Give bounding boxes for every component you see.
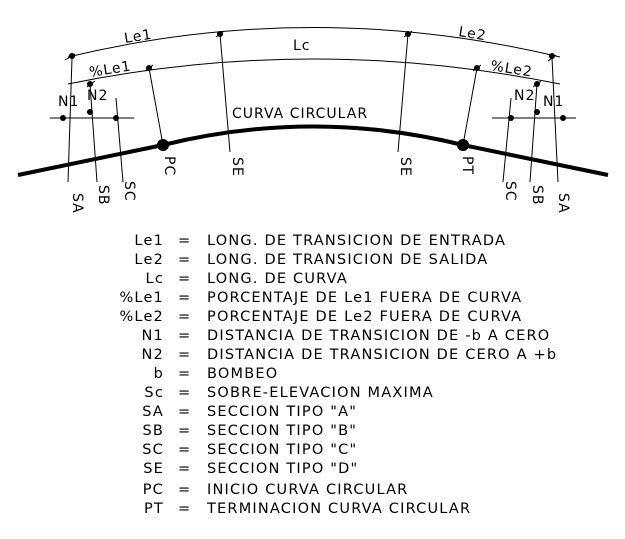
legend-abbr: %Le2	[119, 309, 164, 325]
legend-abbr: b	[154, 366, 164, 382]
legend-abbr: Le1	[134, 233, 164, 249]
ordinate-line	[502, 97, 512, 183]
legend-description: LONG. DE TRANSICION DE ENTRADA	[207, 233, 506, 249]
legend-description: SECCION TIPO "D"	[207, 461, 358, 477]
ordinate-line	[219, 33, 231, 153]
label-le2: Le2	[457, 24, 487, 44]
legend-description: LONG. DE TRANSICION DE SALIDA	[207, 252, 488, 268]
legend-equals: =	[178, 328, 191, 344]
ordinate-line	[115, 97, 124, 183]
legend-equals: =	[178, 501, 191, 517]
legend-description: INICIO CURVA CIRCULAR	[207, 482, 408, 498]
ordinate-line	[89, 83, 98, 183]
legend-abbr: SB	[142, 423, 164, 439]
legend-equals: =	[178, 404, 191, 420]
ordinate-line	[67, 57, 73, 183]
station-sa-right: SA	[555, 193, 571, 214]
legend-abbr: Lc	[146, 271, 164, 287]
ordinate-line	[551, 57, 559, 183]
station-sc-right: SC	[502, 181, 518, 202]
legend-description: LONG. DE CURVA	[207, 271, 348, 287]
legend-description: PORCENTAJE DE Le2 FUERA DE CURVA	[207, 309, 522, 325]
legend-equals: =	[178, 482, 191, 498]
legend-abbr: N2	[142, 347, 164, 363]
legend-equals: =	[178, 233, 191, 249]
legend-description: DISTANCIA DE TRANSICION DE -b A CERO	[207, 328, 550, 344]
ordinate-line	[529, 83, 538, 183]
dimension-arc-le	[67, 27, 561, 58]
legend-abbr: Sc	[144, 385, 164, 401]
legend-equals: =	[178, 461, 191, 477]
station-sb-right: SB	[529, 185, 545, 206]
label-pct-le1: %Le1	[88, 59, 132, 81]
legend-equals: =	[178, 290, 191, 306]
ordinate-line	[462, 67, 478, 146]
legend-equals: =	[178, 252, 191, 268]
legend-description: BOMBEO	[207, 366, 278, 382]
dimension-arc-pct	[67, 58, 561, 85]
station-sa-left: SA	[69, 193, 85, 214]
legend-description: TERMINACION CURVA CIRCULAR	[206, 501, 471, 517]
legend-equals: =	[178, 347, 191, 363]
station-sb-left: SB	[95, 185, 111, 206]
station-sc-left: SC	[121, 181, 137, 202]
legend-abbr: PT	[144, 501, 164, 517]
label-n2-right: N2	[514, 88, 535, 104]
ordinate-line	[397, 33, 409, 153]
legend-description: PORCENTAJE DE Le1 FUERA DE CURVA	[207, 290, 522, 306]
station-pt: PT	[459, 156, 475, 175]
legend-description: SOBRE-ELEVACION MAXIMA	[207, 385, 434, 401]
station-se-right: SE	[397, 157, 413, 177]
legend-description: DISTANCIA DE TRANSICION DE CERO A +b	[207, 347, 557, 363]
legend-description: SECCION TIPO "A"	[207, 404, 357, 420]
node-dots	[60, 31, 566, 121]
pc-point	[157, 139, 169, 151]
pt-point	[457, 139, 469, 151]
legend-abbr: Le2	[134, 252, 164, 268]
legend-equals: =	[178, 366, 191, 382]
label-n2-left: N2	[87, 88, 108, 104]
ordinate-line	[148, 67, 164, 146]
legend-equals: =	[178, 442, 191, 458]
legend-abbr: PC	[143, 482, 164, 498]
label-n1-left: N1	[58, 94, 79, 110]
legend-abbr: SE	[143, 461, 164, 477]
label-le1: Le1	[123, 27, 153, 47]
label-n1-right: N1	[543, 94, 564, 110]
legend-description: SECCION TIPO "B"	[207, 423, 357, 439]
legend-equals: =	[178, 385, 191, 401]
label-curva-circular: CURVA CIRCULAR	[232, 106, 368, 122]
legend-abbr: SC	[142, 442, 164, 458]
station-se-left: SE	[229, 157, 245, 177]
legend-abbr: N1	[142, 328, 164, 344]
legend-abbr: SA	[142, 404, 164, 420]
legend: Le1 = LONG. DE TRANSICION DE ENTRADA Le2 = LO…	[119, 233, 557, 517]
legend-abbr: %Le1	[119, 290, 164, 306]
label-pct-le2: %Le2	[489, 58, 533, 80]
legend-equals: =	[178, 423, 191, 439]
legend-equals: =	[178, 271, 191, 287]
legend-description: SECCION TIPO "C"	[207, 442, 357, 458]
station-pc: PC	[161, 156, 177, 176]
label-lc: Lc	[293, 38, 311, 54]
legend-equals: =	[178, 309, 191, 325]
road-axis	[17, 124, 609, 177]
